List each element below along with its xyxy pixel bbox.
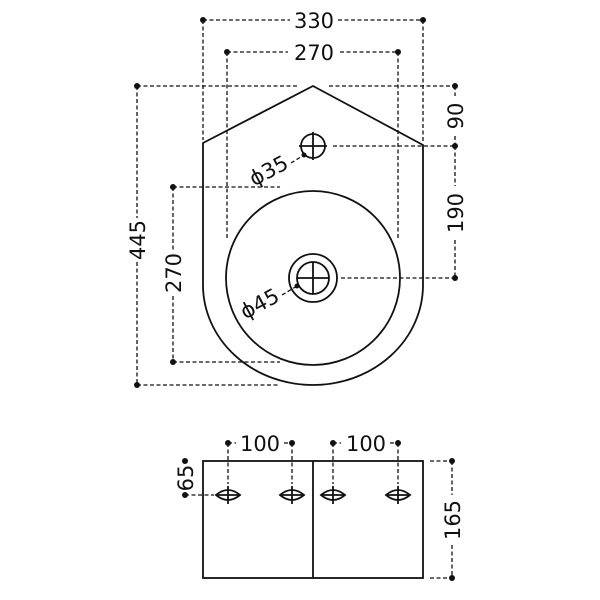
drain-hole-label: ϕ45 [236, 284, 283, 324]
rear-height-label: 165 [441, 500, 465, 540]
tap-hole-icon [299, 132, 327, 160]
dimension-overall-width: 330 [200, 9, 426, 143]
bowl-width-label: 270 [294, 41, 334, 65]
apex-to-tap-label: 90 [444, 103, 468, 130]
mounting-hole-icon [214, 486, 242, 504]
left-hole-spacing-label: 100 [240, 432, 280, 456]
dimension-apex-to-tap: 90 [333, 83, 468, 149]
bowl-depth-label: 270 [162, 253, 186, 293]
mounting-hole-icon [319, 486, 347, 504]
drain-icon [288, 253, 338, 303]
dimension-overall-depth: 445 [126, 83, 280, 388]
tap-to-drain-label: 190 [444, 193, 468, 233]
dimension-right-hole-spacing: 100 [330, 432, 401, 484]
dimension-bowl-depth: 270 [162, 184, 280, 365]
dimension-rear-height: 165 [430, 458, 465, 581]
top-view: 330 270 445 [126, 9, 468, 388]
dimension-left-hole-spacing: 100 [225, 432, 295, 484]
tap-hole-label: ϕ35 [245, 151, 292, 191]
mounting-hole-icon [384, 486, 412, 504]
dimension-tap-to-drain: 190 [341, 146, 468, 281]
mounting-hole-icon [278, 486, 306, 504]
basin-outline [202, 84, 424, 386]
rear-view: 100 100 65 165 [174, 432, 465, 581]
overall-depth-label: 445 [126, 220, 150, 260]
tap-hole-leader: ϕ35 [245, 151, 307, 191]
drain-leader: ϕ45 [236, 283, 300, 324]
hole-height-label: 65 [174, 465, 198, 492]
right-hole-spacing-label: 100 [346, 432, 386, 456]
overall-width-label: 330 [294, 9, 334, 33]
dimension-hole-height: 65 [174, 458, 214, 498]
